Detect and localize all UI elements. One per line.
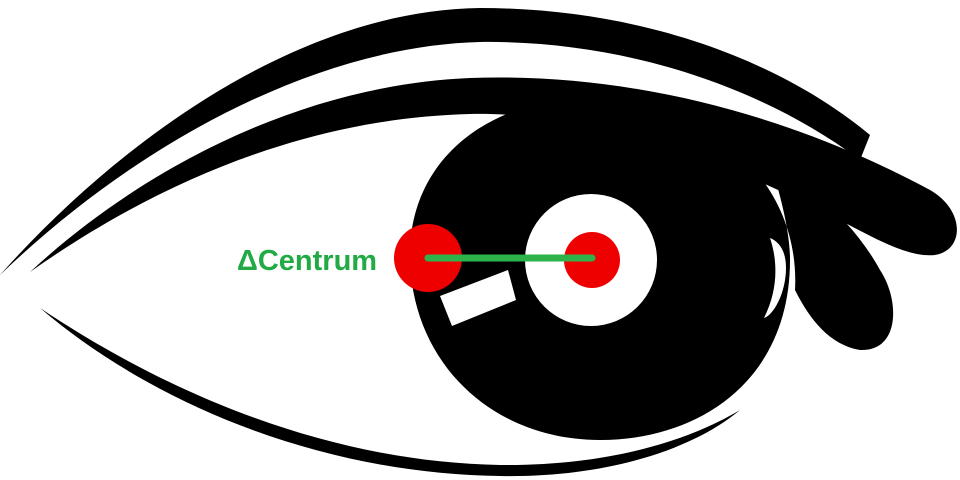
lower-eyelid-arc <box>40 308 740 477</box>
sclera-gap <box>764 238 786 318</box>
catchlight <box>440 270 516 326</box>
upper-eyelid-stroke <box>30 77 957 272</box>
delta-centrum-label: ΔCentrum <box>237 245 377 277</box>
